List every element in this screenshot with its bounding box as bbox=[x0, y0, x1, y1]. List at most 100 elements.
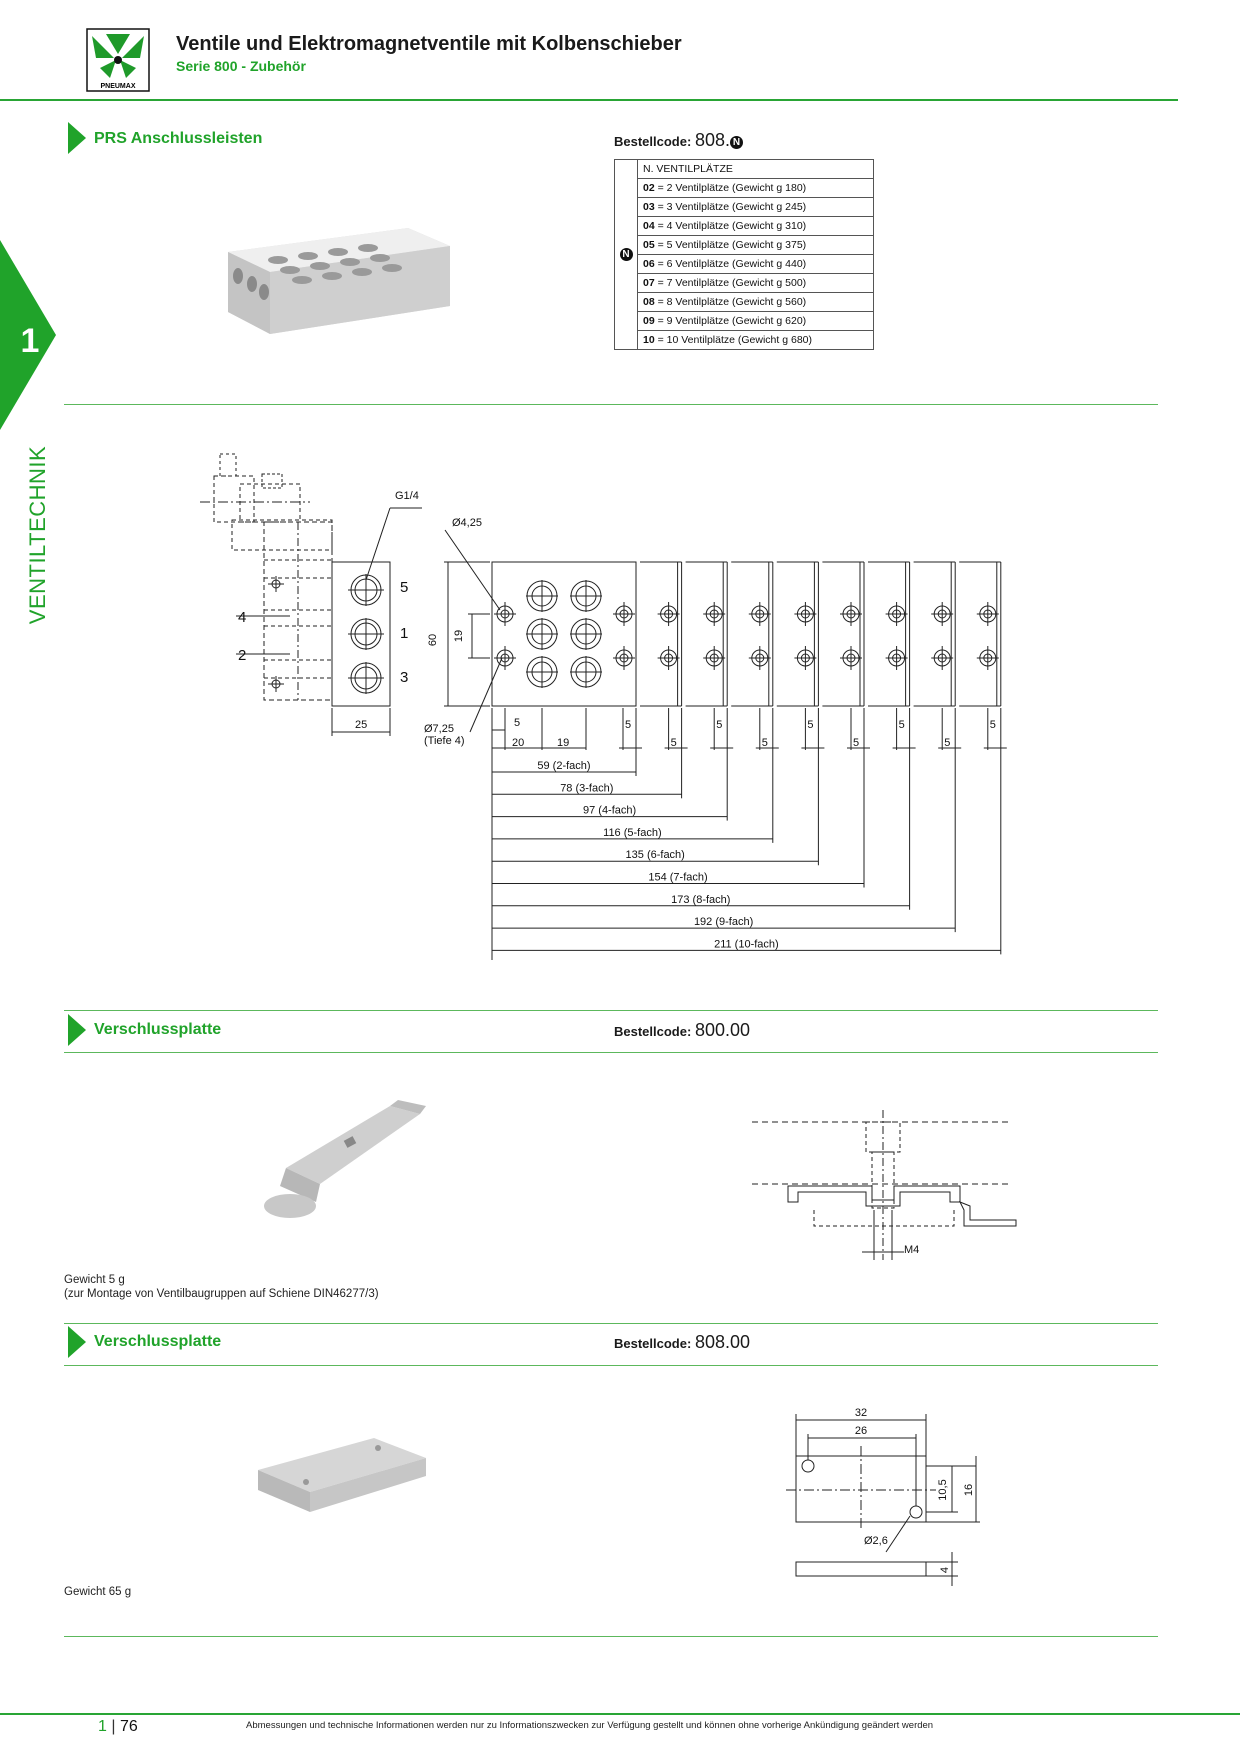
port-1: 1 bbox=[400, 625, 408, 642]
pitch-label: 19 bbox=[453, 630, 465, 642]
row-code: 08 bbox=[643, 296, 655, 308]
variant-marker-icon: N bbox=[619, 248, 633, 261]
clip-photo bbox=[264, 1100, 426, 1218]
dim-4: 4 bbox=[939, 1567, 951, 1573]
table-row: 10 = 10 Ventilplätze (Gewicht g 680) bbox=[615, 330, 874, 350]
divider bbox=[64, 1010, 1158, 1011]
section1-title: PRS Anschlussleisten bbox=[94, 130, 263, 147]
dim-hole: Ø2,6 bbox=[864, 1535, 888, 1547]
length-label: 192 (9-fach) bbox=[694, 916, 753, 928]
order-code: 808. bbox=[694, 130, 730, 150]
footer-divider bbox=[0, 1713, 1240, 1715]
length-label: 135 (6-fach) bbox=[626, 849, 685, 861]
divider bbox=[64, 1052, 1158, 1053]
port-5: 5 bbox=[400, 579, 408, 596]
order-code: 800.00 bbox=[694, 1020, 750, 1040]
footer-disclaimer: Abmessungen und technische Informationen… bbox=[246, 1720, 934, 1731]
divider bbox=[64, 1323, 1158, 1324]
dim-20: 20 bbox=[512, 737, 524, 749]
page-title: Ventile und Elektromagnetventile mit Kol… bbox=[176, 33, 682, 55]
clip-drawing: M4 bbox=[752, 1110, 1017, 1260]
section2-note: (zur Montage von Ventilbaugruppen auf Sc… bbox=[64, 1288, 379, 1300]
table-row: 05 = 5 Ventilplätze (Gewicht g 375) bbox=[615, 235, 874, 255]
table-row: 08 = 8 Ventilplätze (Gewicht g 560) bbox=[615, 292, 874, 312]
depth-label: (Tiefe 4) bbox=[424, 735, 465, 747]
table-row: 03 = 3 Ventilplätze (Gewicht g 245) bbox=[615, 197, 874, 217]
section-arrow-icon bbox=[68, 122, 86, 154]
length-label: 173 (8-fach) bbox=[671, 894, 730, 906]
row-text: = 4 Ventilplätze (Gewicht g 310) bbox=[657, 220, 807, 232]
row-text: = 2 Ventilplätze (Gewicht g 180) bbox=[657, 182, 807, 194]
row-code: 05 bbox=[643, 239, 655, 251]
dim-5: 5 bbox=[899, 719, 905, 731]
width-label: 25 bbox=[355, 719, 367, 731]
length-label: 211 (10-fach) bbox=[714, 938, 779, 950]
port-3: 3 bbox=[400, 669, 408, 686]
dim-5: 5 bbox=[762, 737, 768, 749]
table-header: N. VENTILPLÄTZE bbox=[637, 159, 874, 179]
dim-5: 5 bbox=[514, 717, 520, 729]
brand-logo: PNEUMAX bbox=[86, 28, 150, 92]
row-code: 10 bbox=[643, 334, 655, 346]
dim-16: 16 bbox=[963, 1484, 975, 1496]
manifold-photo bbox=[228, 228, 450, 334]
section-arrow-icon bbox=[68, 1014, 86, 1046]
chapter-tab: 1 bbox=[0, 240, 56, 430]
row-text: = 6 Ventilplätze (Gewicht g 440) bbox=[657, 258, 807, 270]
row-text: = 10 Ventilplätze (Gewicht g 680) bbox=[657, 334, 812, 346]
page-number: 1 | 76 bbox=[98, 1718, 138, 1735]
hole-big-label: Ø7,25 bbox=[424, 723, 454, 735]
port-4: 4 bbox=[238, 609, 246, 626]
section3-title: Verschlussplatte bbox=[94, 1333, 222, 1350]
section2-title: Verschlussplatte bbox=[94, 1021, 222, 1038]
dim-5: 5 bbox=[807, 719, 813, 731]
dim-5: 5 bbox=[671, 737, 677, 749]
dim-5: 5 bbox=[853, 737, 859, 749]
length-label: 154 (7-fach) bbox=[648, 872, 707, 884]
variant-table: N N. VENTILPLÄTZE 02 = 2 Ventilplätze (G… bbox=[614, 159, 874, 350]
row-code: 04 bbox=[643, 220, 655, 232]
table-row: 02 = 2 Ventilplätze (Gewicht g 180) bbox=[615, 178, 874, 198]
divider bbox=[64, 404, 1158, 405]
height-label: 60 bbox=[427, 634, 439, 646]
dim-10-5: 10,5 bbox=[937, 1479, 949, 1500]
table-row: 06 = 6 Ventilplätze (Gewicht g 440) bbox=[615, 254, 874, 274]
row-text: = 7 Ventilplätze (Gewicht g 500) bbox=[657, 277, 807, 289]
table-row: 09 = 9 Ventilplätze (Gewicht g 620) bbox=[615, 311, 874, 331]
dim-26: 26 bbox=[855, 1425, 867, 1437]
row-text: = 5 Ventilplätze (Gewicht g 375) bbox=[657, 239, 807, 251]
footer-page: 76 bbox=[119, 1718, 138, 1735]
section3-weight: Gewicht 65 g bbox=[64, 1586, 132, 1598]
dim-32: 32 bbox=[855, 1407, 867, 1419]
plate-drawing: 32 26 10,5 16 Ø2,6 4 bbox=[786, 1407, 980, 1586]
chapter-label: VENTILTECHNIK bbox=[25, 435, 55, 635]
order-label: Bestellcode: bbox=[614, 1024, 692, 1039]
row-code: 09 bbox=[643, 315, 655, 327]
section2-order: Bestellcode: 800.00 bbox=[614, 1020, 750, 1041]
dim-5: 5 bbox=[716, 719, 722, 731]
chapter-label-text: VENTILTECHNIK bbox=[25, 445, 50, 625]
chapter-number: 1 bbox=[21, 322, 40, 360]
row-text: = 3 Ventilplätze (Gewicht g 245) bbox=[657, 201, 807, 213]
order-label: Bestellcode: bbox=[614, 1336, 692, 1351]
header-divider bbox=[0, 99, 1178, 101]
table-row: 04 = 4 Ventilplätze (Gewicht g 310) bbox=[615, 216, 874, 236]
order-label: Bestellcode: bbox=[614, 134, 692, 149]
dim-5: 5 bbox=[990, 719, 996, 731]
section3-order: Bestellcode: 808.00 bbox=[614, 1332, 750, 1353]
section2-weight: Gewicht 5 g bbox=[64, 1274, 125, 1286]
plate-photo bbox=[258, 1438, 426, 1512]
section-arrow-icon bbox=[68, 1326, 86, 1358]
row-text: = 9 Ventilplätze (Gewicht g 620) bbox=[657, 315, 807, 327]
length-label: 78 (3-fach) bbox=[560, 782, 613, 794]
dim-19: 19 bbox=[557, 737, 569, 749]
thread-label: G1/4 bbox=[395, 490, 419, 502]
row-code: 03 bbox=[643, 201, 655, 213]
row-code: 07 bbox=[643, 277, 655, 289]
section1-order: Bestellcode: 808.N bbox=[614, 130, 743, 151]
thread-m4: M4 bbox=[904, 1244, 919, 1256]
logo-text: PNEUMAX bbox=[100, 83, 135, 90]
order-code: 808.00 bbox=[694, 1332, 750, 1352]
divider bbox=[64, 1636, 1158, 1637]
pneumax-logo-icon: PNEUMAX bbox=[86, 28, 150, 92]
